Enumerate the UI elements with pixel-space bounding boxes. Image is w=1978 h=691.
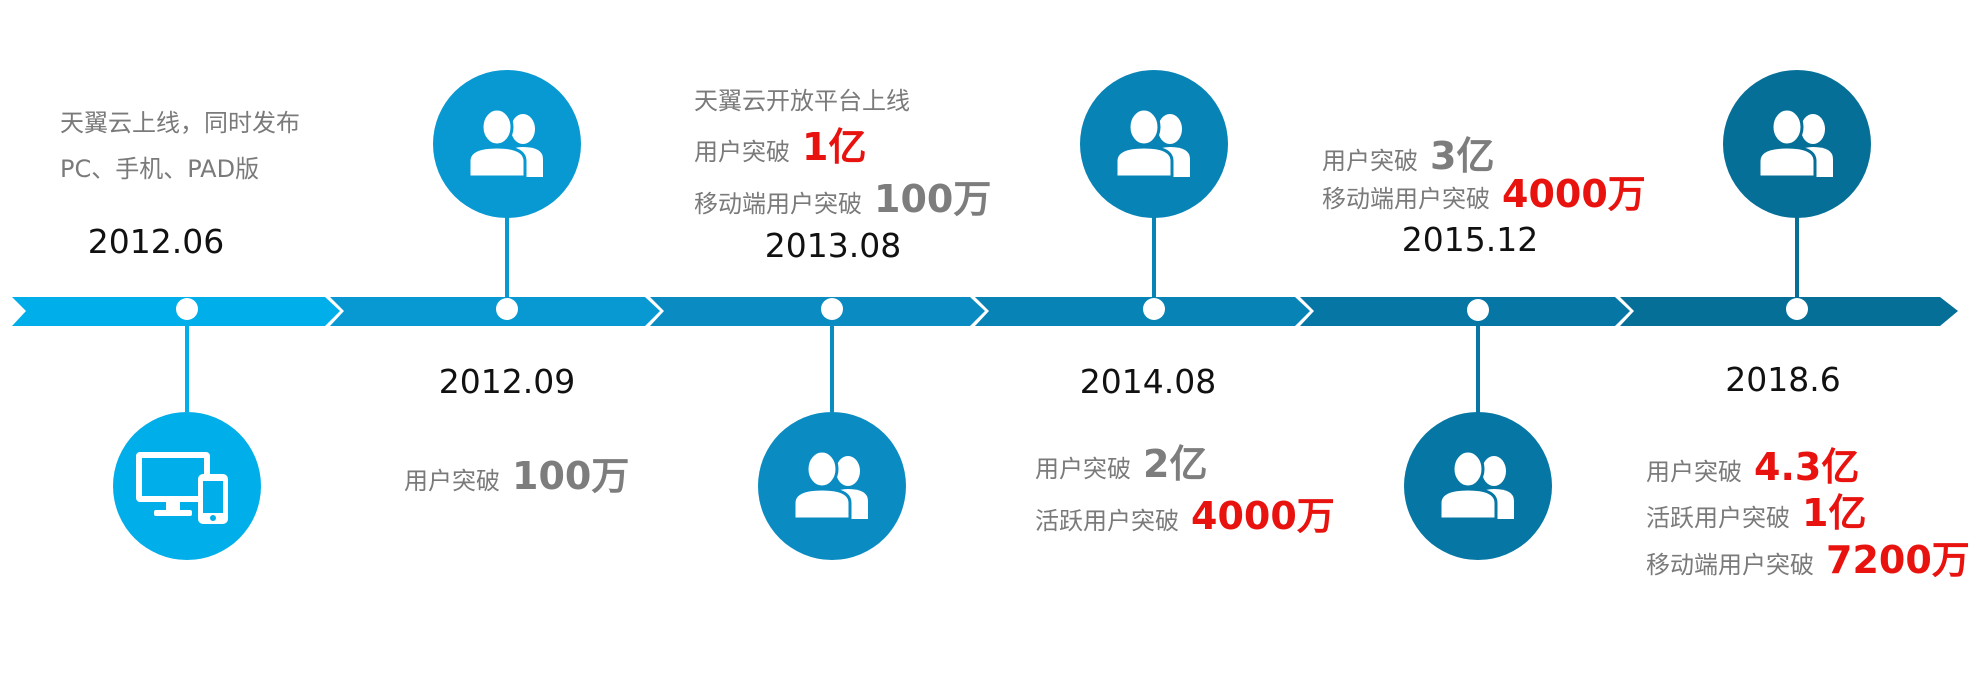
stat-line: 移动端用户突破 4000万 bbox=[1322, 163, 1646, 218]
stat-value: 100万 bbox=[512, 454, 630, 498]
stat-value: 3亿 bbox=[1430, 134, 1495, 178]
stat-value: 2亿 bbox=[1143, 442, 1208, 486]
stem-2015-12 bbox=[1476, 321, 1480, 413]
stat-label: 用户突破 bbox=[1322, 147, 1418, 175]
timeline-segment-3 bbox=[650, 297, 985, 326]
users-icon bbox=[1438, 451, 1514, 521]
stat-value: 100万 bbox=[874, 177, 992, 221]
stat-value: 7200万 bbox=[1826, 538, 1970, 582]
timeline-node-2015-12 bbox=[1467, 299, 1489, 321]
stat-line: 活跃用户突破 1亿 bbox=[1646, 482, 1866, 537]
timeline-segment-2 bbox=[330, 297, 660, 326]
stat-line: 活跃用户突破 4000万 bbox=[1035, 485, 1335, 540]
stat-line: 用户突破 1亿 bbox=[694, 116, 866, 171]
event-2014-08-circle bbox=[1080, 70, 1228, 218]
stat-line: 用户突破 4.3亿 bbox=[1646, 436, 1859, 491]
timeline-segment-4 bbox=[975, 297, 1310, 326]
event-description: PC、手机、PAD版 bbox=[60, 155, 260, 183]
users-icon bbox=[1114, 109, 1190, 179]
stem-2012-06 bbox=[185, 320, 189, 412]
timeline-node-2014-08 bbox=[1143, 298, 1165, 320]
users-icon bbox=[467, 109, 543, 179]
event-2013-08-circle bbox=[758, 412, 906, 560]
event-headline: 天翼云开放平台上线 bbox=[694, 87, 910, 115]
stem-2018-6 bbox=[1795, 214, 1799, 298]
timeline-node-2012-06 bbox=[176, 298, 198, 320]
event-date: 2012.06 bbox=[87, 222, 225, 261]
timeline-node-2013-08 bbox=[821, 298, 843, 320]
stat-label: 用户突破 bbox=[694, 138, 790, 166]
stat-value: 4.3亿 bbox=[1754, 445, 1860, 489]
stem-2013-08 bbox=[830, 320, 834, 412]
stat-value: 1亿 bbox=[802, 125, 867, 169]
users-icon bbox=[792, 451, 868, 521]
stat-value: 4000万 bbox=[1502, 172, 1646, 216]
stat-label: 用户突破 bbox=[404, 467, 500, 495]
stat-line: 用户突破 2亿 bbox=[1035, 433, 1207, 488]
event-date: 2013.08 bbox=[764, 226, 902, 265]
event-2018-6-circle bbox=[1723, 70, 1871, 218]
stem-2014-08 bbox=[1152, 214, 1156, 298]
stat-line: 用户突破 3亿 bbox=[1322, 125, 1494, 180]
event-description: 天翼云上线，同时发布 bbox=[60, 109, 300, 137]
timeline-segment-5 bbox=[1300, 297, 1630, 326]
event-date: 2018.6 bbox=[1725, 360, 1841, 399]
stat-label: 活跃用户突破 bbox=[1035, 507, 1179, 535]
timeline-node-2012-09 bbox=[496, 298, 518, 320]
event-2015-12-circle bbox=[1404, 412, 1552, 560]
event-date: 2014.08 bbox=[1079, 362, 1217, 401]
event-date: 2015.12 bbox=[1401, 220, 1539, 259]
stat-label: 移动端用户突破 bbox=[1646, 551, 1814, 579]
stat-line: 移动端用户突破 7200万 bbox=[1646, 529, 1970, 584]
stat-label: 用户突破 bbox=[1035, 455, 1131, 483]
stat-label: 移动端用户突破 bbox=[1322, 185, 1490, 213]
event-date: 2012.09 bbox=[438, 362, 576, 401]
users-icon bbox=[1757, 109, 1833, 179]
devices-icon bbox=[136, 452, 228, 524]
stat-label: 活跃用户突破 bbox=[1646, 504, 1790, 532]
stat-line: 移动端用户突破 100万 bbox=[694, 168, 991, 223]
timeline-node-2018-6 bbox=[1786, 298, 1808, 320]
stat-line: 用户突破 100万 bbox=[404, 445, 629, 500]
stat-value: 4000万 bbox=[1191, 494, 1335, 538]
stem-2012-09 bbox=[505, 214, 509, 298]
stat-label: 用户突破 bbox=[1646, 458, 1742, 486]
stat-label: 移动端用户突破 bbox=[694, 190, 862, 218]
event-2012-09-circle bbox=[433, 70, 581, 218]
stat-value: 1亿 bbox=[1802, 491, 1867, 535]
event-2012-06-circle bbox=[113, 412, 261, 560]
